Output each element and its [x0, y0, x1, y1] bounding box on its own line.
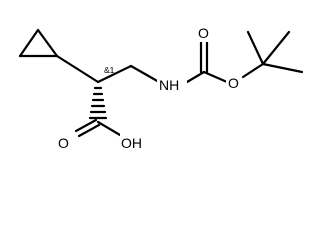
o-ester-label-bg: [226, 74, 242, 92]
atom-nh: NH: [159, 77, 179, 93]
stereo-label: &1: [104, 65, 115, 75]
bond-tbu-methyl-2: [261, 30, 291, 66]
hashed-wedge-bond: [88, 86, 108, 120]
bond-tbu-methyl-1: [246, 30, 265, 66]
bond-ester-o-to-tbu: [241, 62, 265, 79]
bond-ring-to-alpha: [55, 54, 100, 84]
bond-tbu-methyl-3: [261, 62, 304, 74]
bond-acid-to-oh: [96, 120, 122, 137]
bond-carbonyl-to-ester-o: [202, 70, 229, 84]
atom-o-ester: O: [228, 75, 239, 91]
o-acid-label-bg: [56, 134, 72, 152]
atom-o-acid: O: [58, 135, 69, 151]
bond-ring-left-top: [18, 28, 40, 58]
bond-ring-top-right: [36, 28, 59, 58]
bond-acid-double-a: [74, 118, 98, 133]
atom-oh: OH: [121, 135, 142, 151]
bond-nh-to-carbonyl: [185, 70, 206, 84]
bond-ch2-to-nh: [129, 64, 161, 84]
structure-canvas: NH O O O OH &1: [18, 24, 304, 152]
bond-acid-double-b: [77, 123, 101, 138]
molecule-diagram: NH O O O OH &1: [18, 24, 304, 152]
atom-o-carbonyl: O: [198, 25, 209, 41]
o-top-label-bg: [196, 24, 212, 42]
oh-label-bg: [120, 132, 150, 150]
bond-alpha-to-ch2: [96, 64, 133, 84]
nh-label-bg: [157, 76, 187, 94]
